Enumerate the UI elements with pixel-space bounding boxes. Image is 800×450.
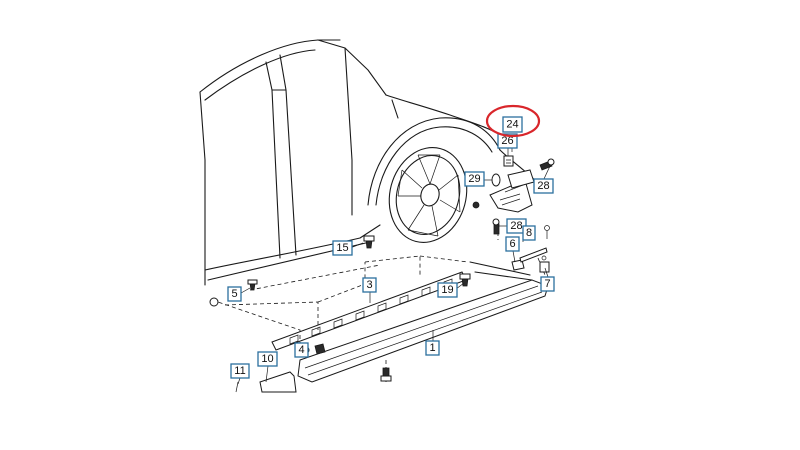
pin-top-right — [544, 225, 550, 239]
callout-3-label: 3 — [366, 279, 372, 291]
nut-26 — [503, 155, 514, 167]
clip-19 — [459, 273, 471, 287]
clip-5 — [247, 279, 258, 291]
callout-7[interactable]: 7 — [540, 276, 555, 292]
callout-3[interactable]: 3 — [362, 277, 377, 293]
callout-28-lower-label: 28 — [510, 220, 522, 232]
trim-11 — [235, 381, 239, 393]
clip-15 — [363, 235, 375, 249]
callout-4[interactable]: 4 — [294, 342, 309, 358]
callout-8[interactable]: 8 — [522, 225, 536, 241]
callout-6[interactable]: 6 — [505, 236, 520, 252]
callout-11-label: 11 — [234, 365, 245, 377]
callout-15-label: 15 — [336, 242, 348, 254]
clip-7 — [539, 255, 550, 273]
callout-10[interactable]: 10 — [257, 351, 278, 367]
callout-19[interactable]: 19 — [437, 282, 458, 298]
callout-28-upper[interactable]: 28 — [533, 178, 554, 194]
bolt-28b — [492, 218, 500, 235]
callout-5-label: 5 — [231, 288, 237, 300]
callout-29[interactable]: 29 — [464, 171, 485, 187]
pin-8 — [519, 247, 548, 263]
callout-1[interactable]: 1 — [425, 340, 440, 356]
callout-4-label: 4 — [298, 344, 304, 356]
sill-panel — [297, 261, 549, 383]
clip-left — [209, 297, 219, 307]
screw-bottom — [380, 367, 392, 382]
bolt-28a — [539, 158, 555, 171]
callout-7-label: 7 — [544, 278, 550, 290]
callout-29-label: 29 — [468, 173, 480, 185]
mud-flap — [489, 169, 535, 213]
trim-10 — [259, 371, 297, 393]
callout-28-upper-label: 28 — [537, 180, 549, 192]
highlight-circle — [485, 104, 541, 138]
callout-11[interactable]: 11 — [230, 363, 250, 379]
callout-10-label: 10 — [261, 353, 273, 365]
callout-19-label: 19 — [441, 284, 453, 296]
callout-15[interactable]: 15 — [332, 240, 353, 256]
callout-26-label: 26 — [501, 135, 513, 147]
callout-24[interactable]: 24 — [502, 116, 523, 133]
callout-5[interactable]: 5 — [227, 286, 242, 302]
rear-wheel — [388, 147, 468, 243]
callout-6-label: 6 — [509, 238, 515, 250]
callout-26[interactable]: 26 — [497, 133, 518, 149]
callout-1-label: 1 — [429, 342, 435, 354]
callout-8-label: 8 — [526, 227, 532, 239]
callout-24-label: 24 — [506, 119, 518, 131]
